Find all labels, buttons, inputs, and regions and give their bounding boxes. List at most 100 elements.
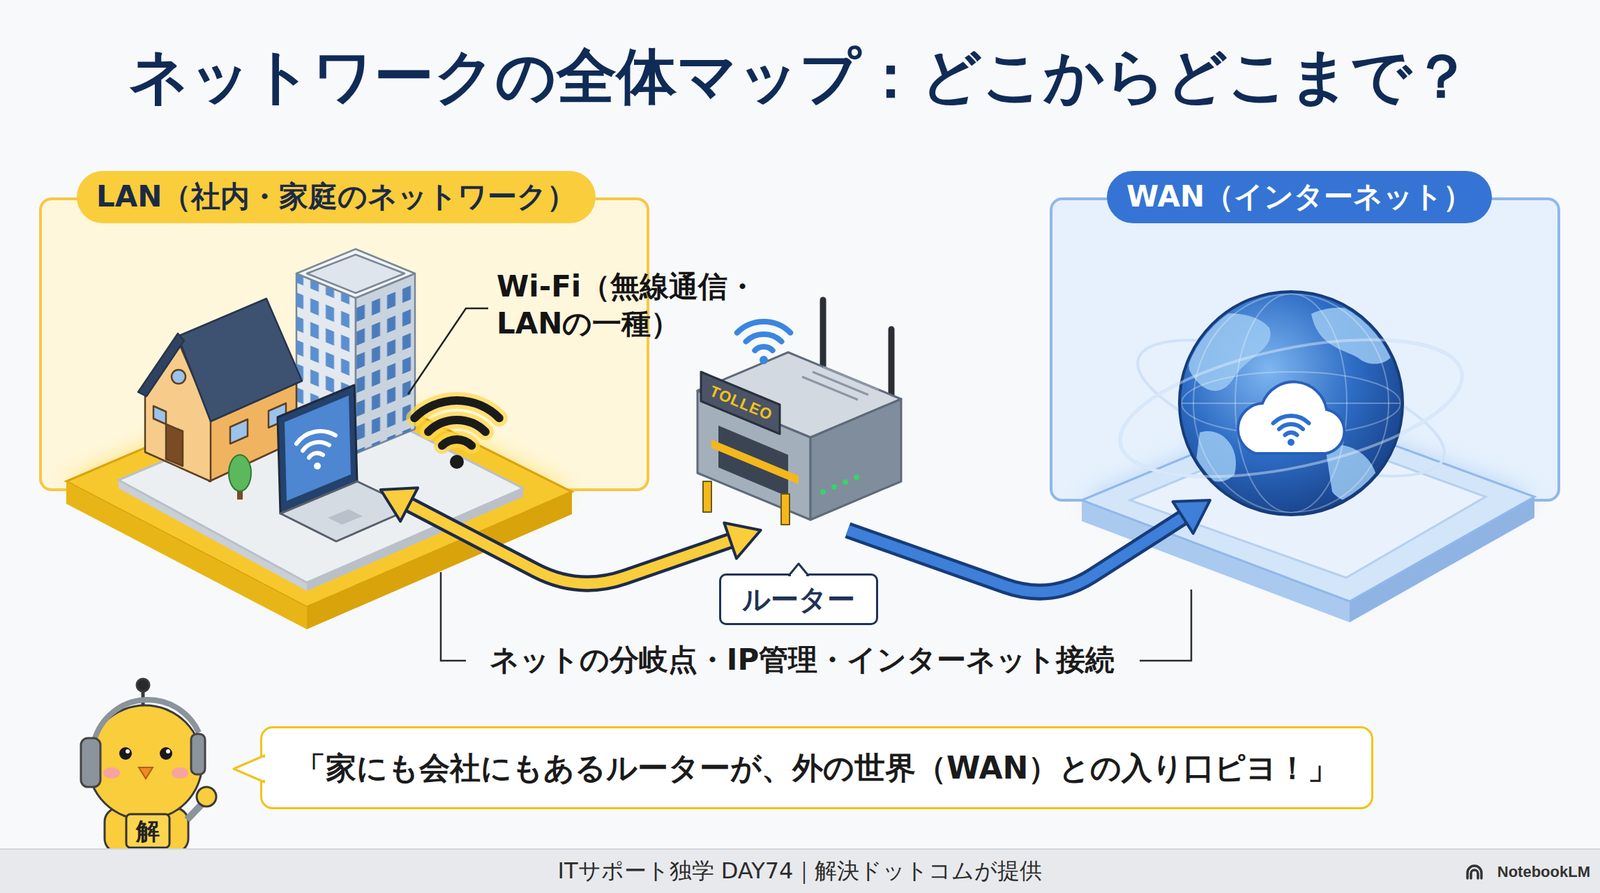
lan-link-arrow xyxy=(723,522,761,558)
lan-link-arrow xyxy=(406,502,734,584)
router-illustration xyxy=(820,474,860,495)
globe xyxy=(1179,291,1403,515)
callout-notch xyxy=(788,562,810,577)
globe xyxy=(1285,432,1298,436)
lan-platform xyxy=(66,369,572,607)
office-building xyxy=(355,273,415,454)
notebooklm-logo xyxy=(1467,865,1482,879)
footer-credit: ITサポート独学 DAY74｜解決ドットコムが提供 xyxy=(557,856,1043,886)
router-illustration xyxy=(703,481,712,512)
lan-link-arrow xyxy=(380,487,761,584)
house xyxy=(138,298,303,482)
router-callout: ルーター xyxy=(719,573,879,625)
title-text: ネットワークの全体マップ：どこからどこまで？ xyxy=(0,40,1600,113)
laptop xyxy=(296,431,336,458)
leader-line xyxy=(408,308,489,395)
wifi-symbol xyxy=(449,454,464,469)
mascot xyxy=(126,813,170,848)
house xyxy=(177,298,303,422)
laptop xyxy=(302,442,330,451)
router-illustration xyxy=(823,366,879,390)
globe xyxy=(1181,293,1401,513)
router-illustration xyxy=(842,479,849,485)
office-building xyxy=(355,273,415,454)
wifi-symbol xyxy=(442,439,472,446)
footer-bar xyxy=(0,848,1600,893)
wifi-symbol xyxy=(428,419,486,432)
router-illustration xyxy=(812,371,869,395)
bubble-tail xyxy=(233,755,265,782)
wan-link-arrow xyxy=(847,516,1186,593)
watermark: NotebookLM xyxy=(1497,862,1591,883)
router-illustration xyxy=(802,376,858,400)
mascot xyxy=(191,733,206,775)
mascot-badge: 解 xyxy=(136,816,160,846)
mascot xyxy=(104,807,189,853)
lan-platform xyxy=(66,369,572,630)
router-illustration xyxy=(781,493,790,525)
mascot xyxy=(159,746,173,760)
globe xyxy=(1108,291,1474,515)
globe xyxy=(1273,415,1310,436)
wan-link-arrow xyxy=(1173,500,1211,534)
router-illustration xyxy=(759,355,768,365)
region-heading: LAN（社内・家庭のネットワーク） xyxy=(76,170,596,224)
globe xyxy=(1311,307,1397,365)
region-heading: WAN（インターネット） xyxy=(1106,170,1492,224)
mascot xyxy=(103,767,120,779)
laptop xyxy=(313,462,321,470)
wan-link-arrow xyxy=(847,500,1210,593)
footer-bar xyxy=(0,848,1600,850)
globe xyxy=(1279,424,1303,429)
wifi-symbol xyxy=(414,400,500,469)
globe xyxy=(1287,438,1295,446)
house xyxy=(171,369,186,384)
wifi-label: Wi-Fi（無線通信・ LANの一種） xyxy=(496,268,794,342)
office-building xyxy=(306,254,405,293)
router-illustration xyxy=(737,321,791,351)
globe xyxy=(1273,415,1310,424)
globe xyxy=(1185,313,1271,391)
callout-notch xyxy=(788,563,809,576)
lan-platform xyxy=(66,369,572,607)
speech-text: 「家にも会社にもあるルーターが、外の世界（WAN）との入り口ピヨ！」 xyxy=(295,747,1339,788)
router-illustration xyxy=(700,371,780,434)
mascot xyxy=(171,767,189,779)
router-illustration xyxy=(711,439,799,485)
router-illustration xyxy=(853,474,860,480)
router-illustration xyxy=(754,346,773,351)
laptop xyxy=(308,452,323,458)
bubble-tail xyxy=(262,757,266,780)
wifi-symbol xyxy=(428,419,486,432)
bracket-line xyxy=(1139,589,1192,661)
mascot xyxy=(80,678,217,853)
house xyxy=(165,424,183,466)
mascot xyxy=(94,699,199,741)
mascot xyxy=(138,767,153,779)
mascot xyxy=(119,746,132,760)
mascot xyxy=(196,786,217,807)
router-roles: ネットの分岐点・IP管理・インターネット接続 xyxy=(484,640,1121,680)
footer-bar xyxy=(0,848,1600,893)
mascot xyxy=(136,678,150,692)
mascot xyxy=(125,749,130,754)
globe xyxy=(1181,293,1401,513)
router-illustration xyxy=(820,488,826,495)
wan-region: WAN（インターネット） xyxy=(1051,198,1559,501)
router-illustration xyxy=(737,321,791,333)
mascot xyxy=(165,749,171,754)
wifi-symbol xyxy=(414,400,500,418)
wifi-symbol xyxy=(442,439,472,446)
laptop xyxy=(296,431,336,444)
wifi-symbol xyxy=(414,400,500,446)
notebooklm-logo xyxy=(1470,869,1478,879)
leader-line xyxy=(408,308,489,395)
tree xyxy=(228,454,252,500)
lan-region: LAN（社内・家庭のネットワーク） xyxy=(40,198,648,490)
house xyxy=(138,333,185,397)
router-illustration xyxy=(746,334,782,342)
laptop xyxy=(284,395,351,501)
house xyxy=(153,405,166,425)
tree xyxy=(228,454,252,492)
